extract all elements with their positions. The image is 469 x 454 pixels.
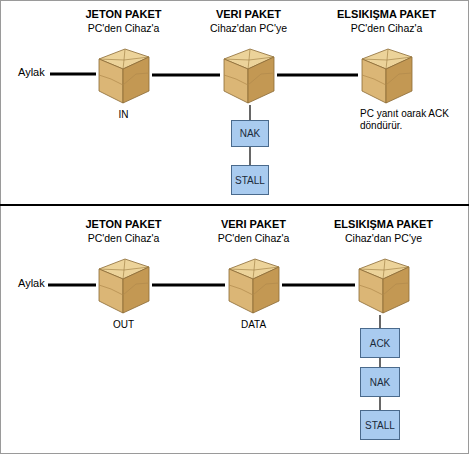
handshake-text: ACK bbox=[370, 338, 391, 349]
response-line bbox=[249, 147, 250, 165]
packet-heading: ELSIKIŞMA PAKET bbox=[314, 218, 454, 230]
bus-line bbox=[152, 284, 225, 287]
package-icon bbox=[355, 255, 412, 315]
idle-line bbox=[50, 73, 96, 76]
package-icon bbox=[358, 45, 415, 105]
packet-type: IN bbox=[94, 109, 154, 120]
handshake-box: STALL bbox=[360, 410, 400, 440]
packet-heading: JETON PAKET bbox=[54, 8, 194, 20]
handshake-text: STALL bbox=[365, 420, 395, 431]
packet-direction: PC'den Cihaz'a bbox=[54, 232, 194, 244]
package-face bbox=[248, 57, 274, 103]
packet-type: DATA bbox=[224, 319, 284, 330]
package-icon bbox=[95, 45, 152, 105]
package-face bbox=[224, 59, 248, 103]
handshake-text: STALL bbox=[235, 175, 265, 186]
bus-line bbox=[152, 74, 220, 77]
packet-node: ELSIKIŞMA PAKETCihaz'dan PC'ye bbox=[355, 255, 412, 315]
response-line bbox=[379, 397, 380, 410]
packet-heading: VERI PAKET bbox=[184, 218, 324, 230]
packet-note: PC yanıt oarak ACK döndürür. bbox=[360, 108, 452, 132]
packet-heading: ELSIKIŞMA PAKET bbox=[317, 8, 457, 20]
package-face bbox=[123, 57, 149, 103]
envelope-flap bbox=[123, 259, 125, 279]
package-face bbox=[386, 57, 412, 103]
package-face bbox=[253, 267, 279, 313]
package-icon bbox=[220, 45, 277, 105]
package-icon bbox=[225, 255, 282, 315]
idle-line bbox=[48, 284, 96, 287]
envelope-flap bbox=[123, 49, 125, 69]
envelope-flap bbox=[386, 49, 388, 69]
package-face bbox=[362, 59, 386, 103]
bus-line bbox=[282, 284, 355, 287]
envelope-flap bbox=[386, 73, 412, 85]
envelope-flap bbox=[99, 75, 123, 85]
envelope-flap bbox=[359, 285, 383, 295]
response-line bbox=[249, 105, 250, 120]
packet-node: VERI PAKETPC'den Cihaz'aDATA bbox=[225, 255, 282, 315]
envelope-flap bbox=[248, 73, 274, 85]
handshake-box: NAK bbox=[231, 120, 269, 147]
envelope-flap bbox=[123, 283, 149, 295]
handshake-box: STALL bbox=[231, 165, 269, 195]
packet-heading: JETON PAKET bbox=[54, 218, 194, 230]
handshake-box: ACK bbox=[360, 328, 400, 358]
packet-direction: Cihaz'dan PC'ye bbox=[314, 232, 454, 244]
packet-node: JETON PAKETPC'den Cihaz'aIN bbox=[95, 45, 152, 105]
package-icon bbox=[95, 255, 152, 315]
bus-line bbox=[277, 74, 358, 77]
envelope-flap bbox=[383, 283, 409, 295]
packet-heading: VERI PAKET bbox=[179, 8, 319, 20]
packet-node: VERI PAKETCihaz'dan PC'ye bbox=[220, 45, 277, 105]
envelope-flap bbox=[248, 49, 250, 69]
envelope-flap bbox=[229, 285, 253, 295]
envelope-flap bbox=[123, 73, 149, 85]
response-line bbox=[379, 358, 380, 367]
packet-type: OUT bbox=[94, 319, 154, 330]
section-divider bbox=[0, 204, 469, 206]
handshake-text: NAK bbox=[370, 377, 391, 388]
packet-node: ELSIKIŞMA PAKETPC'den Cihaz'aPC yanıt oa… bbox=[358, 45, 415, 105]
package-face bbox=[123, 267, 149, 313]
package-face bbox=[359, 269, 383, 313]
packet-node: JETON PAKETPC'den Cihaz'aOUT bbox=[95, 255, 152, 315]
envelope-flap bbox=[224, 75, 248, 85]
package-face bbox=[99, 269, 123, 313]
handshake-box: NAK bbox=[360, 367, 400, 397]
idle-label: Aylak bbox=[18, 66, 45, 78]
envelope-flap bbox=[253, 283, 279, 295]
envelope-flap bbox=[383, 259, 385, 279]
packet-direction: PC'den Cihaz'a bbox=[317, 22, 457, 34]
envelope-flap bbox=[362, 75, 386, 85]
packet-direction: PC'den Cihaz'a bbox=[54, 22, 194, 34]
response-line bbox=[379, 315, 380, 328]
envelope-flap bbox=[99, 285, 123, 295]
package-face bbox=[229, 269, 253, 313]
packet-direction: PC'den Cihaz'a bbox=[184, 232, 324, 244]
package-face bbox=[383, 267, 409, 313]
envelope-flap bbox=[253, 259, 255, 279]
handshake-text: NAK bbox=[240, 128, 261, 139]
packet-direction: Cihaz'dan PC'ye bbox=[179, 22, 319, 34]
idle-label: Aylak bbox=[18, 277, 45, 289]
package-face bbox=[99, 59, 123, 103]
